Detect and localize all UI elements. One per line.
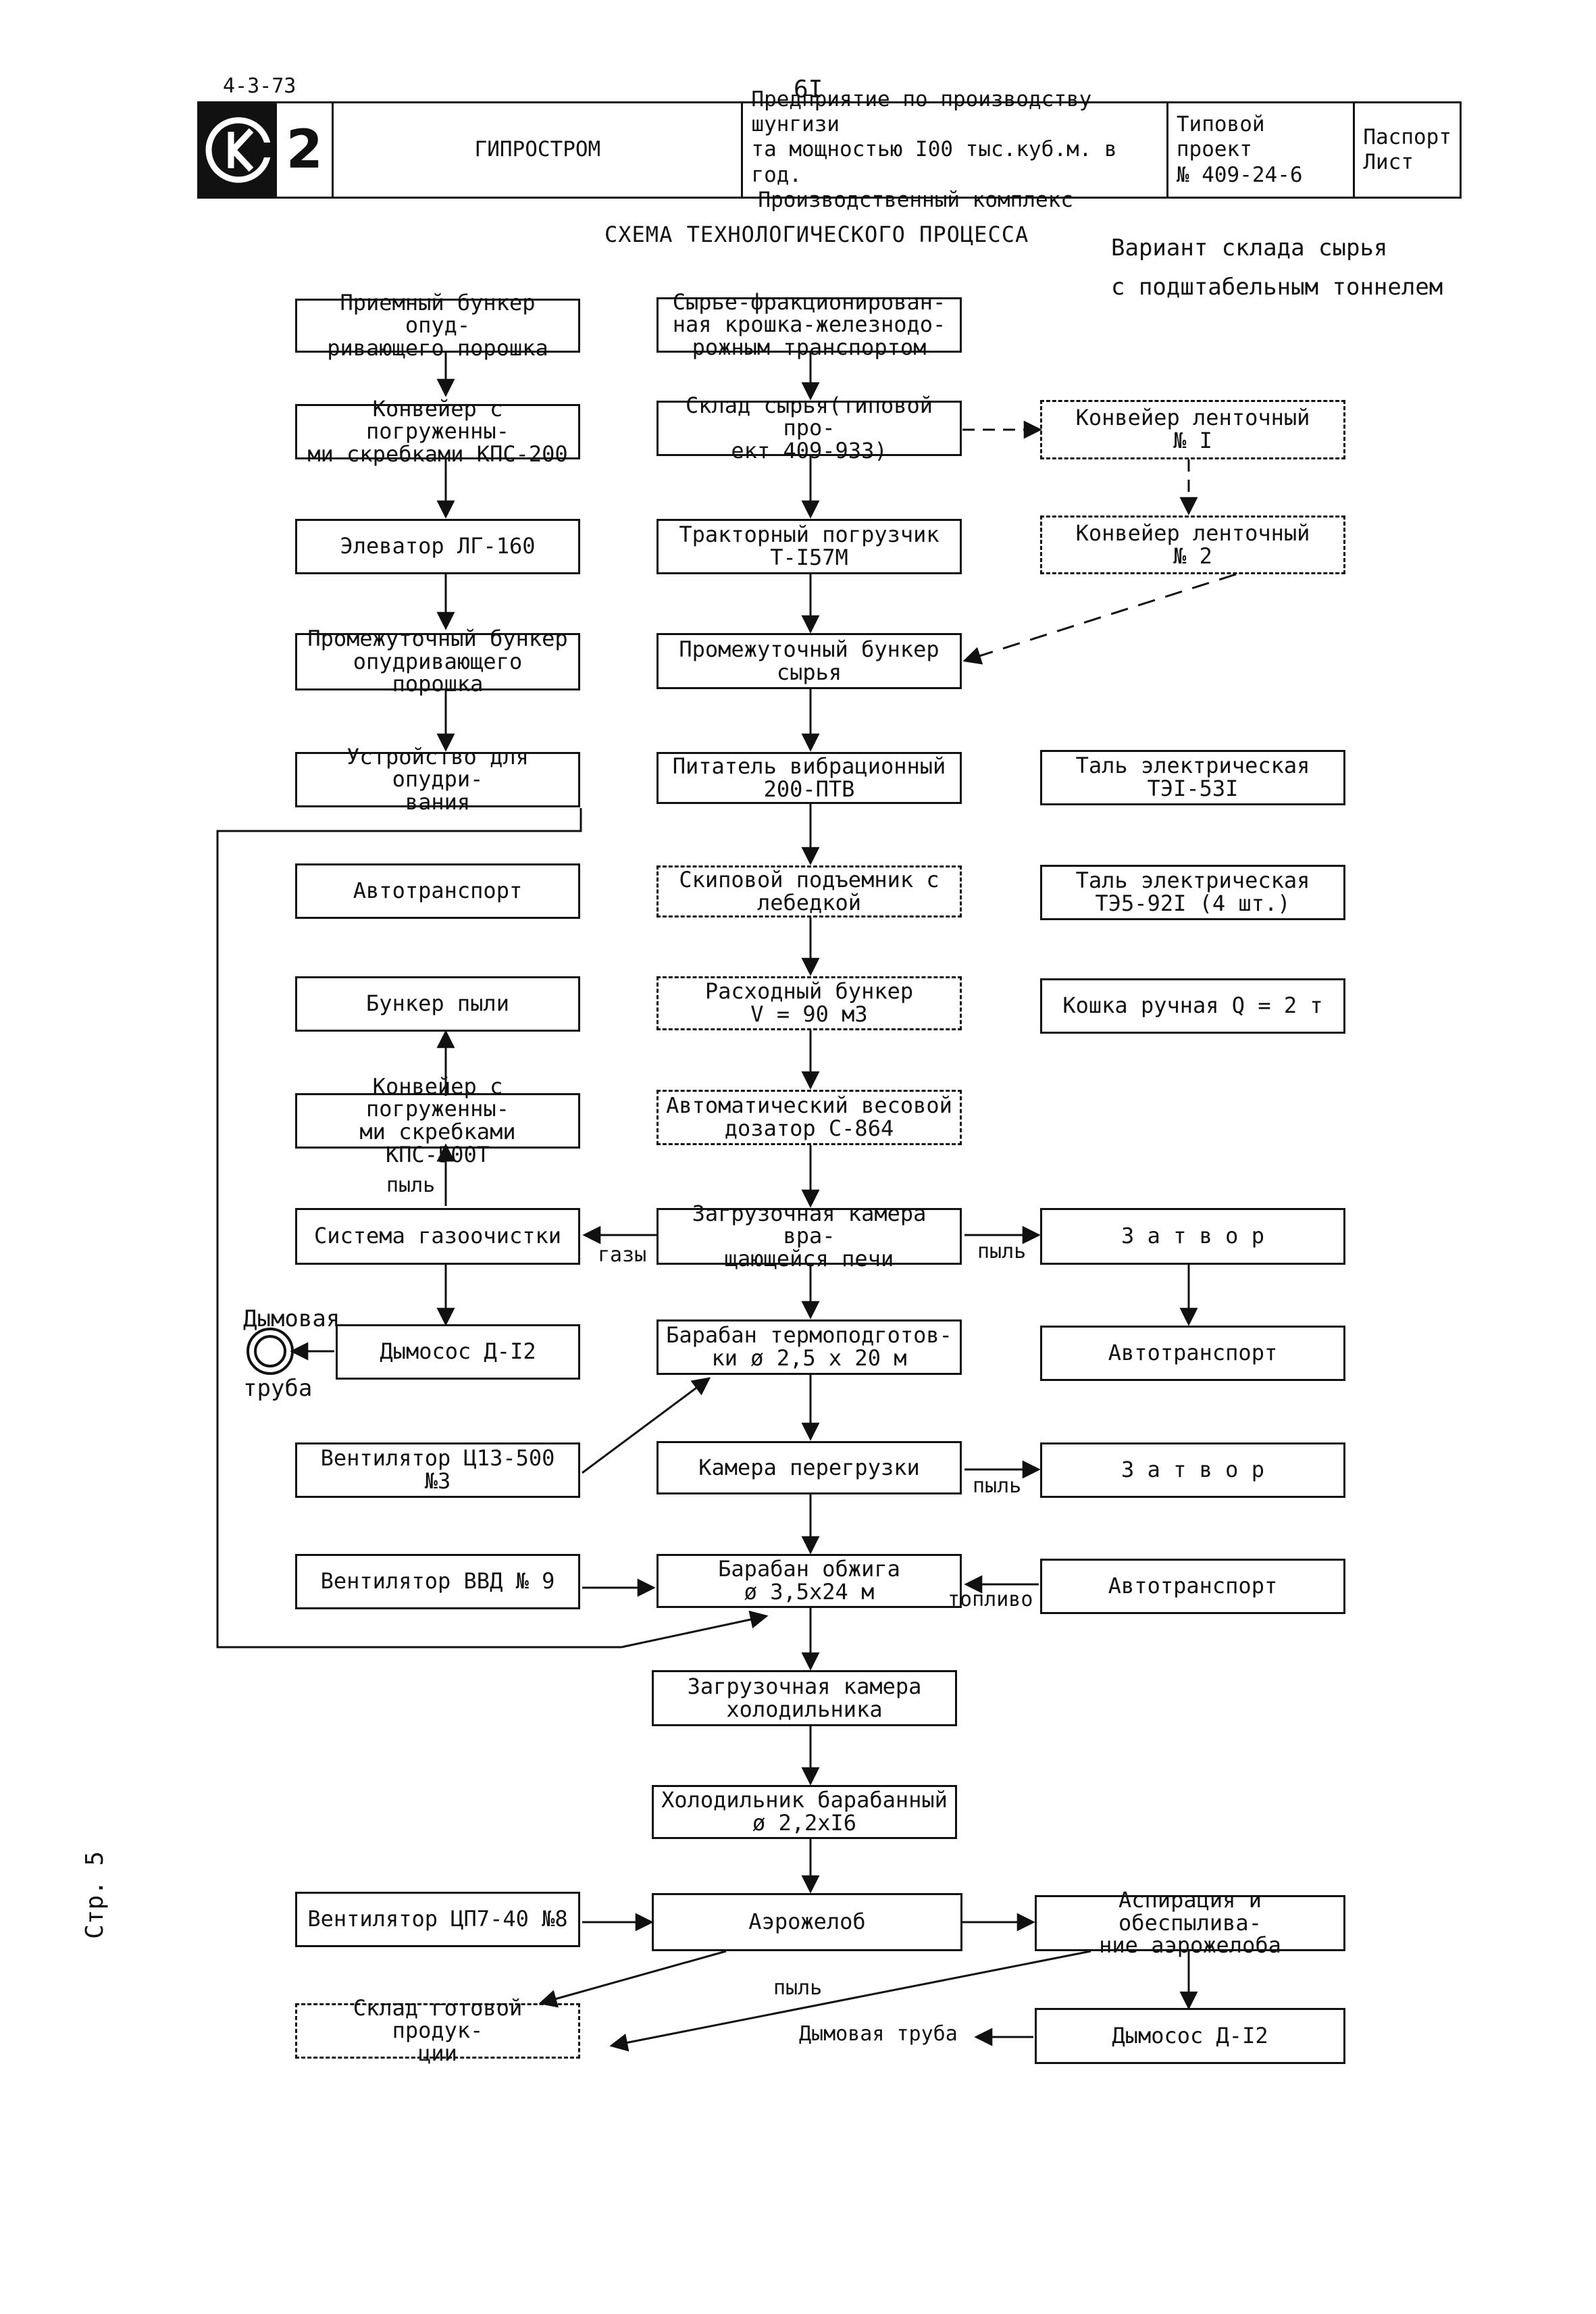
box-transfer-chamber: Камера перегрузки	[657, 1441, 962, 1494]
box-raw-warehouse: Склад сырья(типовой про- ект 409-933)	[657, 394, 962, 462]
box-raw-material: Сырье-фракционирован- ная крошка-железно…	[657, 291, 962, 359]
box-fan-vvd: Вентилятор ВВД № 9	[295, 1554, 580, 1609]
box-hoist-te5: Таль электрическая ТЭ5-92I (4 шт.)	[1040, 865, 1345, 920]
label-chimney-top: Дымовая	[243, 1305, 340, 1332]
box-hoist-te1: Таль электрическая ТЭI-53I	[1040, 750, 1345, 805]
box-skip-hoist: Скиповой подъемник с лебедкой	[657, 865, 962, 917]
label-gases: газы	[598, 1243, 647, 1267]
box-firing-drum: Барабан обжига ø 3,5х24 м	[657, 1554, 962, 1608]
label-dust-bottom: пыль	[773, 1976, 823, 2000]
box-manual-trolley: Кошка ручная Q = 2 т	[1040, 978, 1345, 1034]
box-intermediate-raw-hopper: Промежуточный бункер сырья	[657, 633, 962, 689]
page-number: 6I	[794, 76, 823, 103]
box-vibro-feeder: Питатель вибрационный 200-ПТВ	[657, 752, 962, 804]
box-elevator: Элеватор ЛГ-160	[295, 519, 580, 574]
box-tractor-loader: Тракторный погрузчик Т-I57М	[657, 519, 962, 574]
box-autotransport-right-2: Автотранспорт	[1040, 1559, 1345, 1614]
box-autotransport-right-1: Автотранспорт	[1040, 1326, 1345, 1381]
box-gas-cleaning: Система газоочистки	[295, 1208, 580, 1265]
box-aspiration: Аспирация и обеспылива- ние аэрожелоба	[1035, 1888, 1345, 1957]
box-smoke-exhauster-2: Дымосос Д-I2	[1035, 2008, 1345, 2064]
doc-code: 4-3-73	[223, 74, 297, 98]
label-chimney-bottom: труба	[243, 1375, 313, 1402]
label-dust-gate1: пыль	[977, 1240, 1027, 1263]
label-dust-up: пыль	[386, 1174, 436, 1197]
box-smoke-exhauster-1: Дымосос Д-I2	[336, 1324, 580, 1380]
box-belt-conveyor-1: Конвейер ленточный № I	[1040, 400, 1345, 459]
organization-logo	[199, 103, 278, 197]
box-gate-1: З а т в о р	[1040, 1208, 1345, 1265]
box-receiving-hopper: Приемный бункер опуд- ривающего порошка	[295, 291, 580, 359]
diagram-title: СХЕМА ТЕХНОЛОГИЧЕСКОГО ПРОЦЕССА	[604, 222, 1029, 247]
box-fan-ts13: Вентилятор Ц13-500 №3	[295, 1442, 580, 1498]
box-dust-hopper: Бункер пыли	[295, 976, 580, 1032]
box-auto-dosing: Автоматический весовой дозатор С-864	[657, 1090, 962, 1145]
sk-logo-icon	[205, 117, 276, 183]
box-drum-cooler: Холодильник барабанный ø 2,2хI6	[652, 1785, 957, 1839]
variant-note: Вариант склада сырья с подштабельным тон…	[1111, 234, 1443, 301]
title-block-stamp: 2 ГИПРОСТРОМ Предприятие по производству…	[197, 87, 1462, 212]
box-kiln-loading: Загрузочная камера вра- щающейся печи	[657, 1202, 962, 1270]
organization-name: ГИПРОСТРОМ	[334, 103, 744, 197]
box-thermo-drum: Барабан термоподготов- ки ø 2,5 х 20 м	[657, 1319, 962, 1375]
passport-sheet: Паспорт Лист	[1363, 124, 1451, 174]
box-conveyor-kps500t: Конвейер с погруженны- ми скребками КПС-…	[295, 1075, 580, 1165]
project-description: Предприятие по производству шунгизи та м…	[743, 87, 1168, 212]
typical-project: Типовой проект № 409-24-6	[1168, 103, 1356, 197]
logo-number: 2	[277, 103, 334, 197]
box-conveyor-kps200: Конвейер с погруженны- ми скребками КПС-…	[295, 397, 580, 466]
label-dust-gate2: пыль	[973, 1474, 1022, 1498]
box-finished-warehouse: Склад готовой продук- ции	[295, 1996, 580, 2065]
box-fan-tsp7: Вентилятор ЦП7-40 №8	[295, 1892, 580, 1947]
box-gate-2: З а т в о р	[1040, 1442, 1345, 1498]
box-autotransport-left: Автотранспорт	[295, 863, 580, 919]
box-dusting-device: Устройство для опудри- вания	[295, 745, 580, 813]
box-cooler-loading: Загрузочная камера холодильника	[652, 1670, 957, 1726]
chimney-icon	[247, 1328, 294, 1375]
box-supply-hopper: Расходный бункер V = 90 м3	[657, 976, 962, 1030]
label-chimney-bottom-right: Дымовая труба	[799, 2022, 958, 2046]
label-fuel: топливо	[948, 1588, 1033, 1611]
box-aero-chute: Аэрожелоб	[652, 1893, 962, 1951]
box-belt-conveyor-2: Конвейер ленточный № 2	[1040, 515, 1345, 574]
box-intermediate-powder-hopper: Промежуточный бункер опудривающего порош…	[295, 627, 580, 695]
